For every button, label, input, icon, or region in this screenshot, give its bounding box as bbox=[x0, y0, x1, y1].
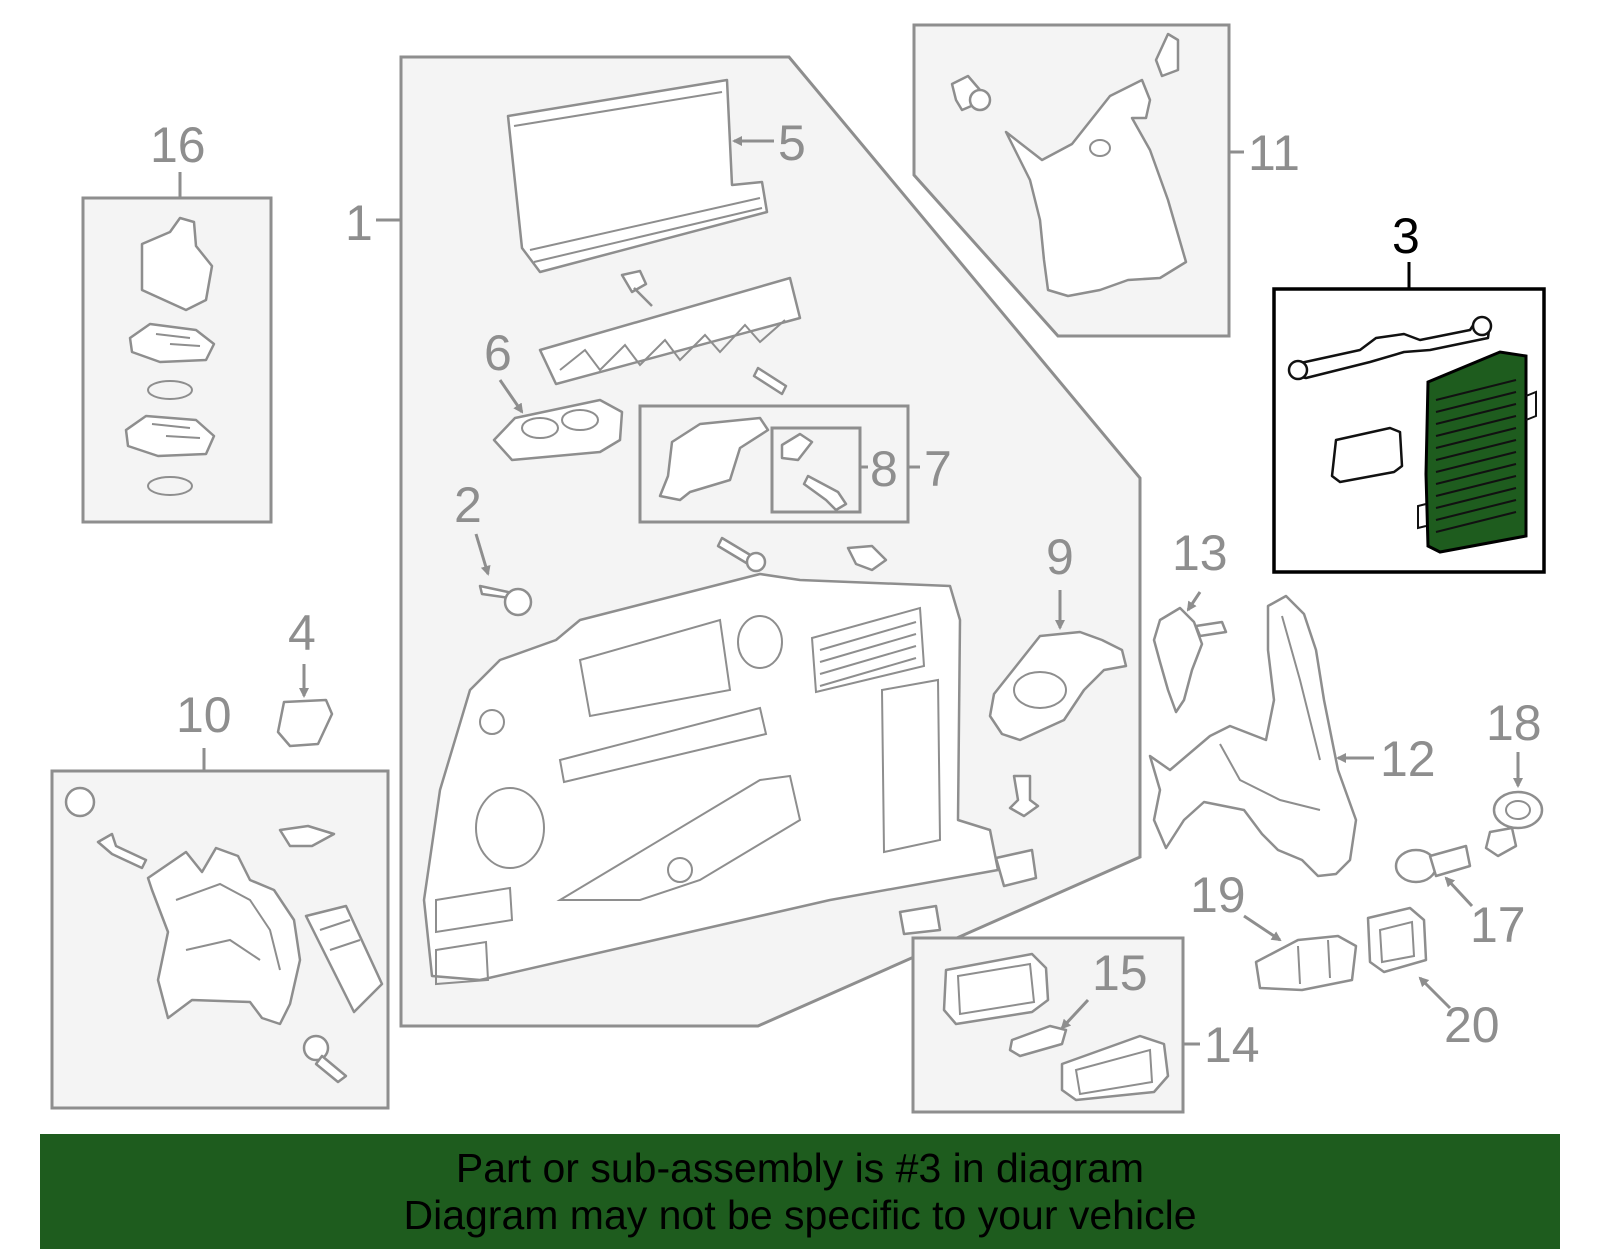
part-2-bolt[interactable] bbox=[478, 584, 533, 617]
part-8-clip[interactable] bbox=[780, 432, 848, 512]
part-11-pillar-trim[interactable] bbox=[950, 32, 1188, 298]
part-5-upper-trim-panel[interactable] bbox=[506, 78, 769, 274]
part-17-socket[interactable] bbox=[1394, 844, 1472, 884]
callout-13: 13 bbox=[1172, 525, 1228, 581]
bolt-icon bbox=[620, 269, 653, 307]
callout-7: 7 bbox=[924, 441, 952, 497]
part-19-housing[interactable] bbox=[1254, 934, 1358, 992]
callout-16: 16 bbox=[150, 117, 206, 173]
part-18-socket[interactable] bbox=[1484, 790, 1544, 858]
callout-6: 6 bbox=[484, 325, 512, 381]
callout-8: 8 bbox=[870, 441, 898, 497]
part-3-gasket[interactable] bbox=[1330, 426, 1404, 484]
leader-lines bbox=[178, 136, 1523, 1046]
part-15-bulb[interactable] bbox=[1008, 1024, 1068, 1058]
callout-20: 20 bbox=[1444, 997, 1500, 1053]
callout-17: 17 bbox=[1470, 897, 1526, 953]
part-3-vent-grille[interactable] bbox=[1417, 350, 1537, 554]
banner-line-1: Part or sub-assembly is #3 in diagram bbox=[455, 1144, 1145, 1191]
part-10-trim[interactable] bbox=[64, 786, 384, 1084]
banner-background bbox=[40, 1134, 1560, 1249]
part-6-cup-holder[interactable] bbox=[492, 398, 624, 462]
callout-2: 2 bbox=[454, 477, 482, 533]
part-trim-strip[interactable] bbox=[538, 276, 802, 396]
callout-1: 1 bbox=[345, 195, 373, 251]
part-16-key-fob[interactable] bbox=[124, 216, 216, 496]
callout-3: 3 bbox=[1392, 208, 1420, 264]
part-14-lamp[interactable] bbox=[942, 952, 1170, 1102]
callout-4: 4 bbox=[288, 605, 316, 661]
callout-12: 12 bbox=[1380, 731, 1436, 787]
info-banner: Part or sub-assembly is #3 in diagram Di… bbox=[40, 1134, 1560, 1249]
screw-icon bbox=[716, 536, 888, 573]
part-7-handle[interactable] bbox=[658, 416, 770, 502]
callout-10: 10 bbox=[176, 687, 232, 743]
callout-15: 15 bbox=[1092, 945, 1148, 1001]
callout-11: 11 bbox=[1248, 125, 1300, 181]
callout-18: 18 bbox=[1486, 695, 1542, 751]
clip-icon bbox=[898, 774, 1040, 936]
part-9-bracket[interactable] bbox=[988, 630, 1128, 742]
callout-5: 5 bbox=[778, 115, 806, 171]
part-4-cover[interactable] bbox=[276, 698, 334, 748]
callout-labels: 1 2 3 4 5 6 7 8 9 10 11 12 13 14 15 16 1… bbox=[150, 115, 1542, 1073]
assembly-box-8[interactable] bbox=[770, 426, 862, 514]
part-12-bracket[interactable] bbox=[1148, 594, 1358, 878]
part-13-clip[interactable] bbox=[1152, 606, 1228, 714]
part-3-harness[interactable] bbox=[1287, 315, 1493, 381]
callout-9: 9 bbox=[1046, 529, 1074, 585]
part-quarter-trim-panel[interactable] bbox=[422, 572, 1000, 986]
part-20-housing[interactable] bbox=[1366, 906, 1428, 974]
banner-line-2: Diagram may not be specific to your vehi… bbox=[403, 1191, 1197, 1238]
callout-19: 19 bbox=[1190, 867, 1246, 923]
callout-14: 14 bbox=[1204, 1017, 1260, 1073]
